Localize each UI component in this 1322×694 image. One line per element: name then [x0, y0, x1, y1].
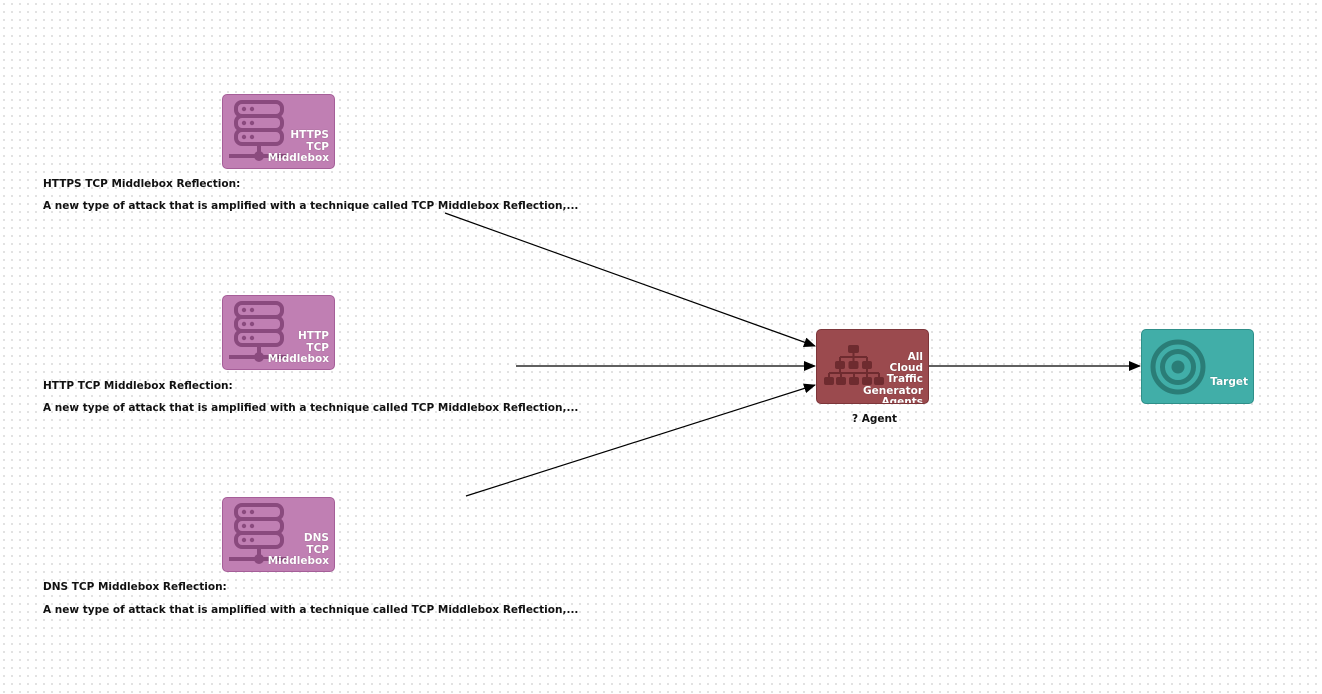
http-caption-description: A new type of attack that is amplified w…	[43, 402, 579, 414]
node-https-tcp-middlebox[interactable]: HTTPS TCP Middlebox	[222, 94, 335, 169]
dns-caption-description: A new type of attack that is amplified w…	[43, 604, 579, 616]
http-caption-title: HTTP TCP Middlebox Reflection:	[43, 380, 233, 392]
target-icon	[1150, 339, 1206, 395]
node-label: All Cloud Traffic Generator Agents	[862, 350, 923, 404]
node-dns-tcp-middlebox[interactable]: DNS TCP Middlebox	[222, 497, 335, 572]
node-http-tcp-middlebox[interactable]: HTTP TCP Middlebox	[222, 295, 335, 370]
https-caption-description: A new type of attack that is amplified w…	[43, 200, 579, 212]
node-label: HTTP TCP Middlebox	[267, 330, 329, 365]
server-rack-icon	[229, 100, 287, 161]
edge-dns-to-agents[interactable]	[465, 383, 816, 497]
node-all-cloud-traffic-generator-agents[interactable]: All Cloud Traffic Generator Agents	[816, 329, 929, 404]
node-label: HTTPS TCP Middlebox	[267, 129, 329, 164]
server-rack-icon	[229, 503, 287, 564]
node-target[interactable]: Target	[1141, 329, 1254, 404]
server-rack-icon	[229, 301, 287, 362]
node-label: DNS TCP Middlebox	[267, 532, 329, 567]
https-caption-title: HTTPS TCP Middlebox Reflection:	[43, 178, 241, 190]
network-hierarchy-icon	[824, 345, 884, 385]
agents-count-label: ? Agent	[852, 413, 898, 425]
dns-caption-title: DNS TCP Middlebox Reflection:	[43, 581, 227, 593]
edge-https-to-agents[interactable]	[444, 212, 816, 347]
node-label: Target	[1210, 375, 1248, 388]
